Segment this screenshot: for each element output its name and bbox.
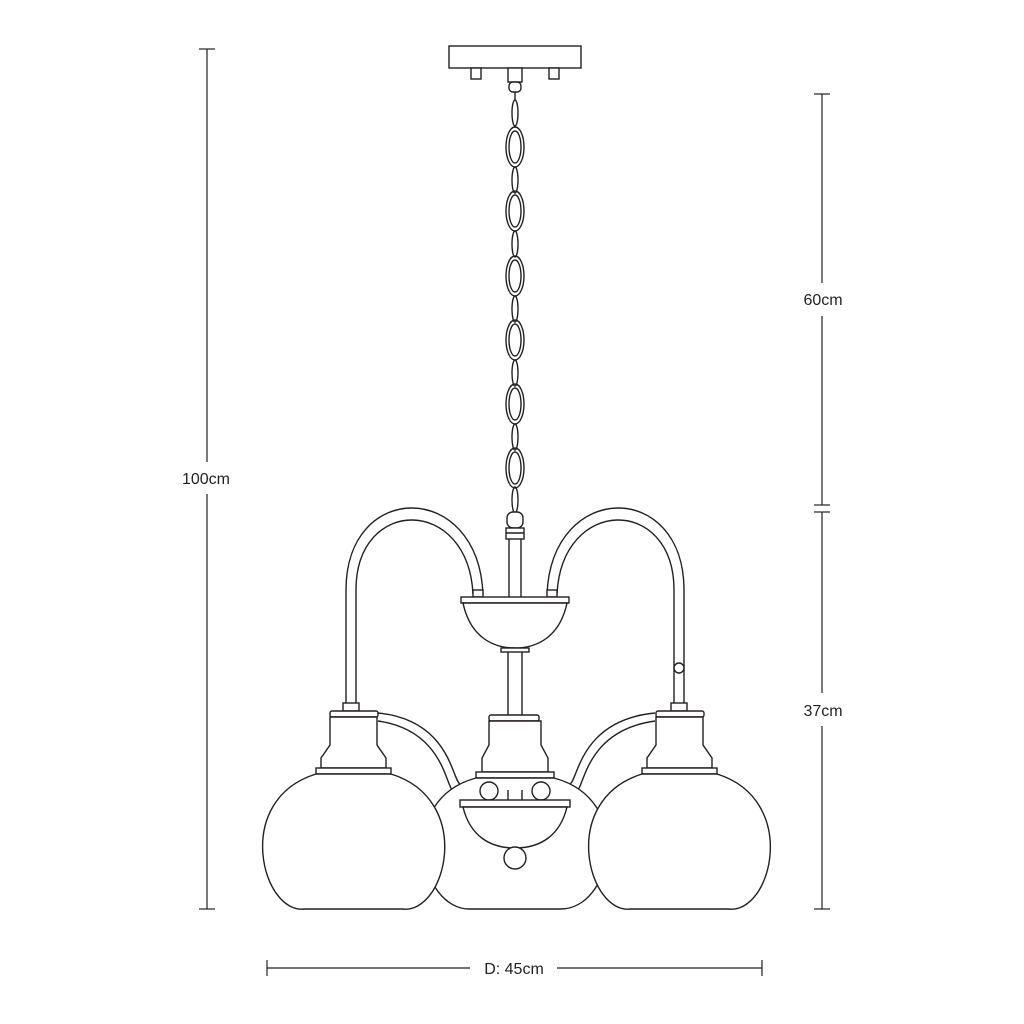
center-stem <box>505 527 525 598</box>
connector-wires <box>377 712 656 791</box>
chain-length-label: 60cm <box>803 292 842 309</box>
left-arm <box>345 507 484 703</box>
center-shade <box>423 714 608 910</box>
right-arm <box>546 507 685 703</box>
total-height-label: 100cm <box>182 471 230 488</box>
chain <box>505 99 525 529</box>
ceiling-canopy <box>448 45 582 100</box>
body-height-label: 37cm <box>803 703 842 720</box>
left-shade <box>262 702 446 910</box>
body-height-dimension: 37cm <box>803 511 843 910</box>
diameter-label: D: 45cm <box>484 961 544 978</box>
diameter-dimension: D: 45cm <box>266 960 763 978</box>
total-height-dimension: 100cm <box>182 48 230 910</box>
right-shade <box>588 702 771 910</box>
chain-length-dimension: 60cm <box>803 93 843 506</box>
